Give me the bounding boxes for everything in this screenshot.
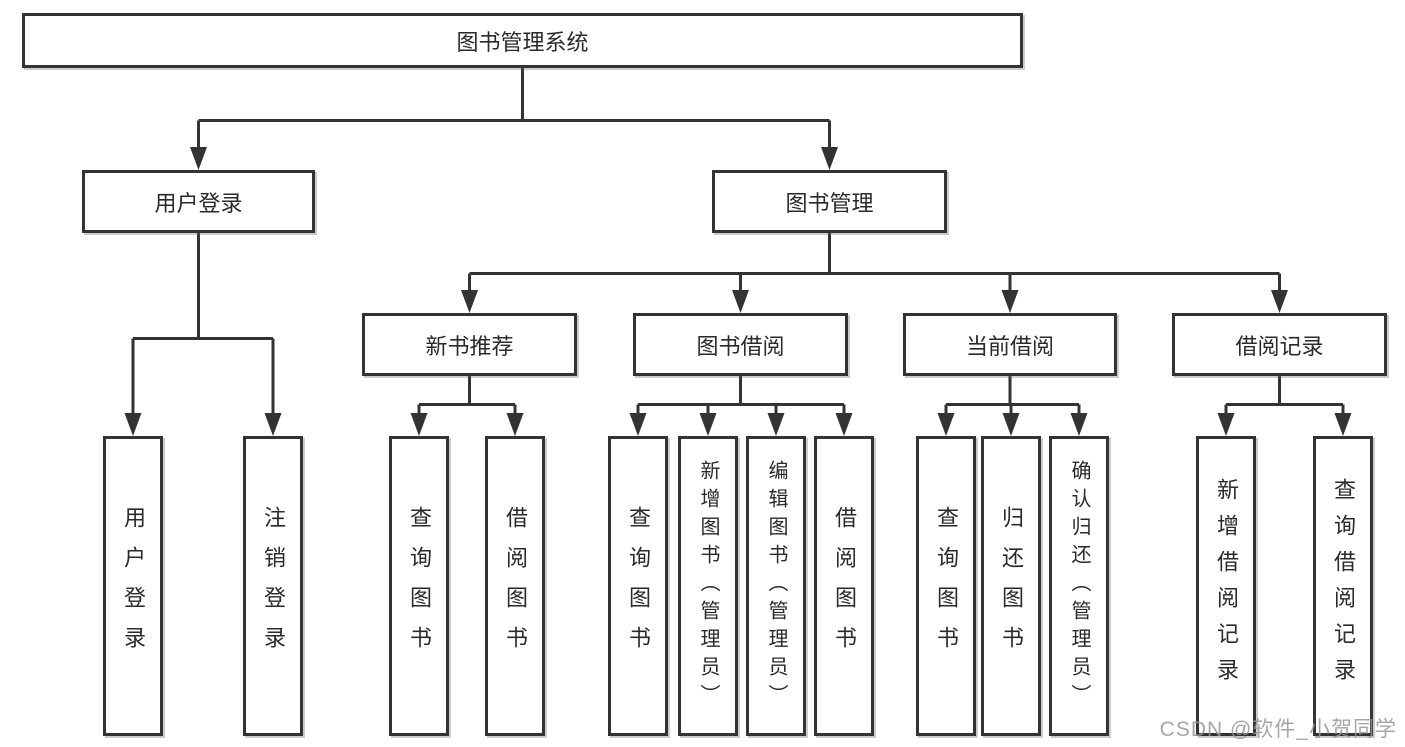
- leaf-add-borrow-record-label: 新增借阅记录: [1214, 478, 1239, 694]
- node-current-borrowing: 当前借阅: [903, 313, 1117, 376]
- leaf-add-books-admin-label: 新增图书（管理员）: [697, 460, 719, 712]
- leaf-borrow-books-borrowing-label: 借阅图书: [832, 506, 857, 666]
- leaf-edit-books-admin: 编辑图书（管理员）: [746, 436, 806, 736]
- connector-records-to-leaves: [1224, 376, 1345, 418]
- leaf-query-books-current-label: 查询图书: [934, 506, 959, 666]
- leaf-add-books-admin: 新增图书（管理员）: [678, 436, 738, 736]
- leaf-query-books-recommend-label: 查询图书: [407, 506, 432, 666]
- leaf-return-books: 归还图书: [981, 436, 1041, 736]
- leaf-edit-books-admin-label: 编辑图书（管理员）: [765, 460, 787, 712]
- connector-book-mgmt-to-level3: [468, 233, 1281, 294]
- connector-user-login-to-leaves: [131, 233, 275, 418]
- leaf-query-books-borrowing-label: 查询图书: [626, 506, 651, 666]
- leaf-logout-label: 注销登录: [261, 506, 286, 666]
- node-borrowing-records: 借阅记录: [1172, 313, 1387, 376]
- connector-root-to-level2: [197, 68, 831, 150]
- connector-new-books-to-leaves: [417, 376, 517, 418]
- node-library-system: 图书管理系统: [22, 13, 1023, 68]
- leaf-return-books-label: 归还图书: [999, 506, 1024, 666]
- leaf-user-login: 用户登录: [103, 436, 163, 736]
- connector-borrowing-to-leaves: [636, 376, 846, 418]
- node-book-borrowing: 图书借阅: [633, 313, 848, 376]
- leaf-add-borrow-record: 新增借阅记录: [1196, 436, 1256, 736]
- leaf-query-borrow-record: 查询借阅记录: [1313, 436, 1373, 736]
- arrowheads: [124, 147, 1352, 436]
- leaf-confirm-return-admin-label: 确认归还（管理员）: [1068, 460, 1090, 712]
- leaf-borrow-books-borrowing: 借阅图书: [814, 436, 874, 736]
- csdn-watermark: CSDN @软件_小贺同学: [1159, 718, 1397, 741]
- node-book-management: 图书管理: [712, 170, 947, 233]
- leaf-logout: 注销登录: [243, 436, 303, 736]
- leaf-query-books-recommend: 查询图书: [389, 436, 449, 736]
- node-user-login: 用户登录: [82, 170, 315, 233]
- leaf-user-login-label: 用户登录: [121, 506, 146, 666]
- leaf-confirm-return-admin: 确认归还（管理员）: [1049, 436, 1109, 736]
- leaf-query-borrow-record-label: 查询借阅记录: [1331, 478, 1356, 694]
- connector-current-to-leaves: [944, 376, 1081, 418]
- leaf-query-books-current: 查询图书: [916, 436, 976, 736]
- leaf-query-books-borrowing: 查询图书: [608, 436, 668, 736]
- leaf-borrow-books-recommend: 借阅图书: [485, 436, 545, 736]
- leaf-borrow-books-recommend-label: 借阅图书: [503, 506, 528, 666]
- node-new-book-recommend: 新书推荐: [362, 313, 577, 376]
